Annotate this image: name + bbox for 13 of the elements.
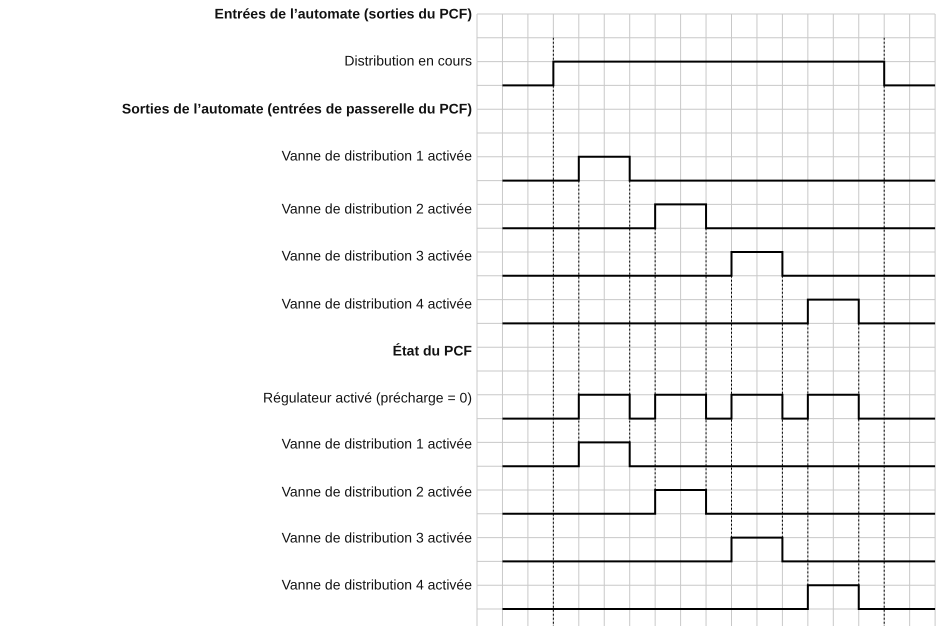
signal-label: Vanne de distribution 2 activée: [282, 483, 472, 501]
signal-label: Vanne de distribution 1 activée: [282, 435, 472, 453]
signal-label: Vanne de distribution 1 activée: [282, 147, 472, 165]
signal-label: Vanne de distribution 4 activée: [282, 576, 472, 594]
signal-label: Vanne de distribution 3 activée: [282, 247, 472, 265]
signal-label: Distribution en cours: [344, 52, 472, 70]
signal-label: Vanne de distribution 2 activée: [282, 200, 472, 218]
section-heading: Entrées de l’automate (sorties du PCF): [214, 5, 472, 23]
section-heading: État du PCF: [392, 342, 472, 360]
section-heading: Sorties de l’automate (entrées de passerelle du PCF): [122, 100, 472, 118]
signal-label: Vanne de distribution 4 activée: [282, 295, 472, 313]
signal-label: Régulateur activé (précharge = 0): [263, 389, 472, 407]
signal-label: Vanne de distribution 3 activée: [282, 529, 472, 547]
